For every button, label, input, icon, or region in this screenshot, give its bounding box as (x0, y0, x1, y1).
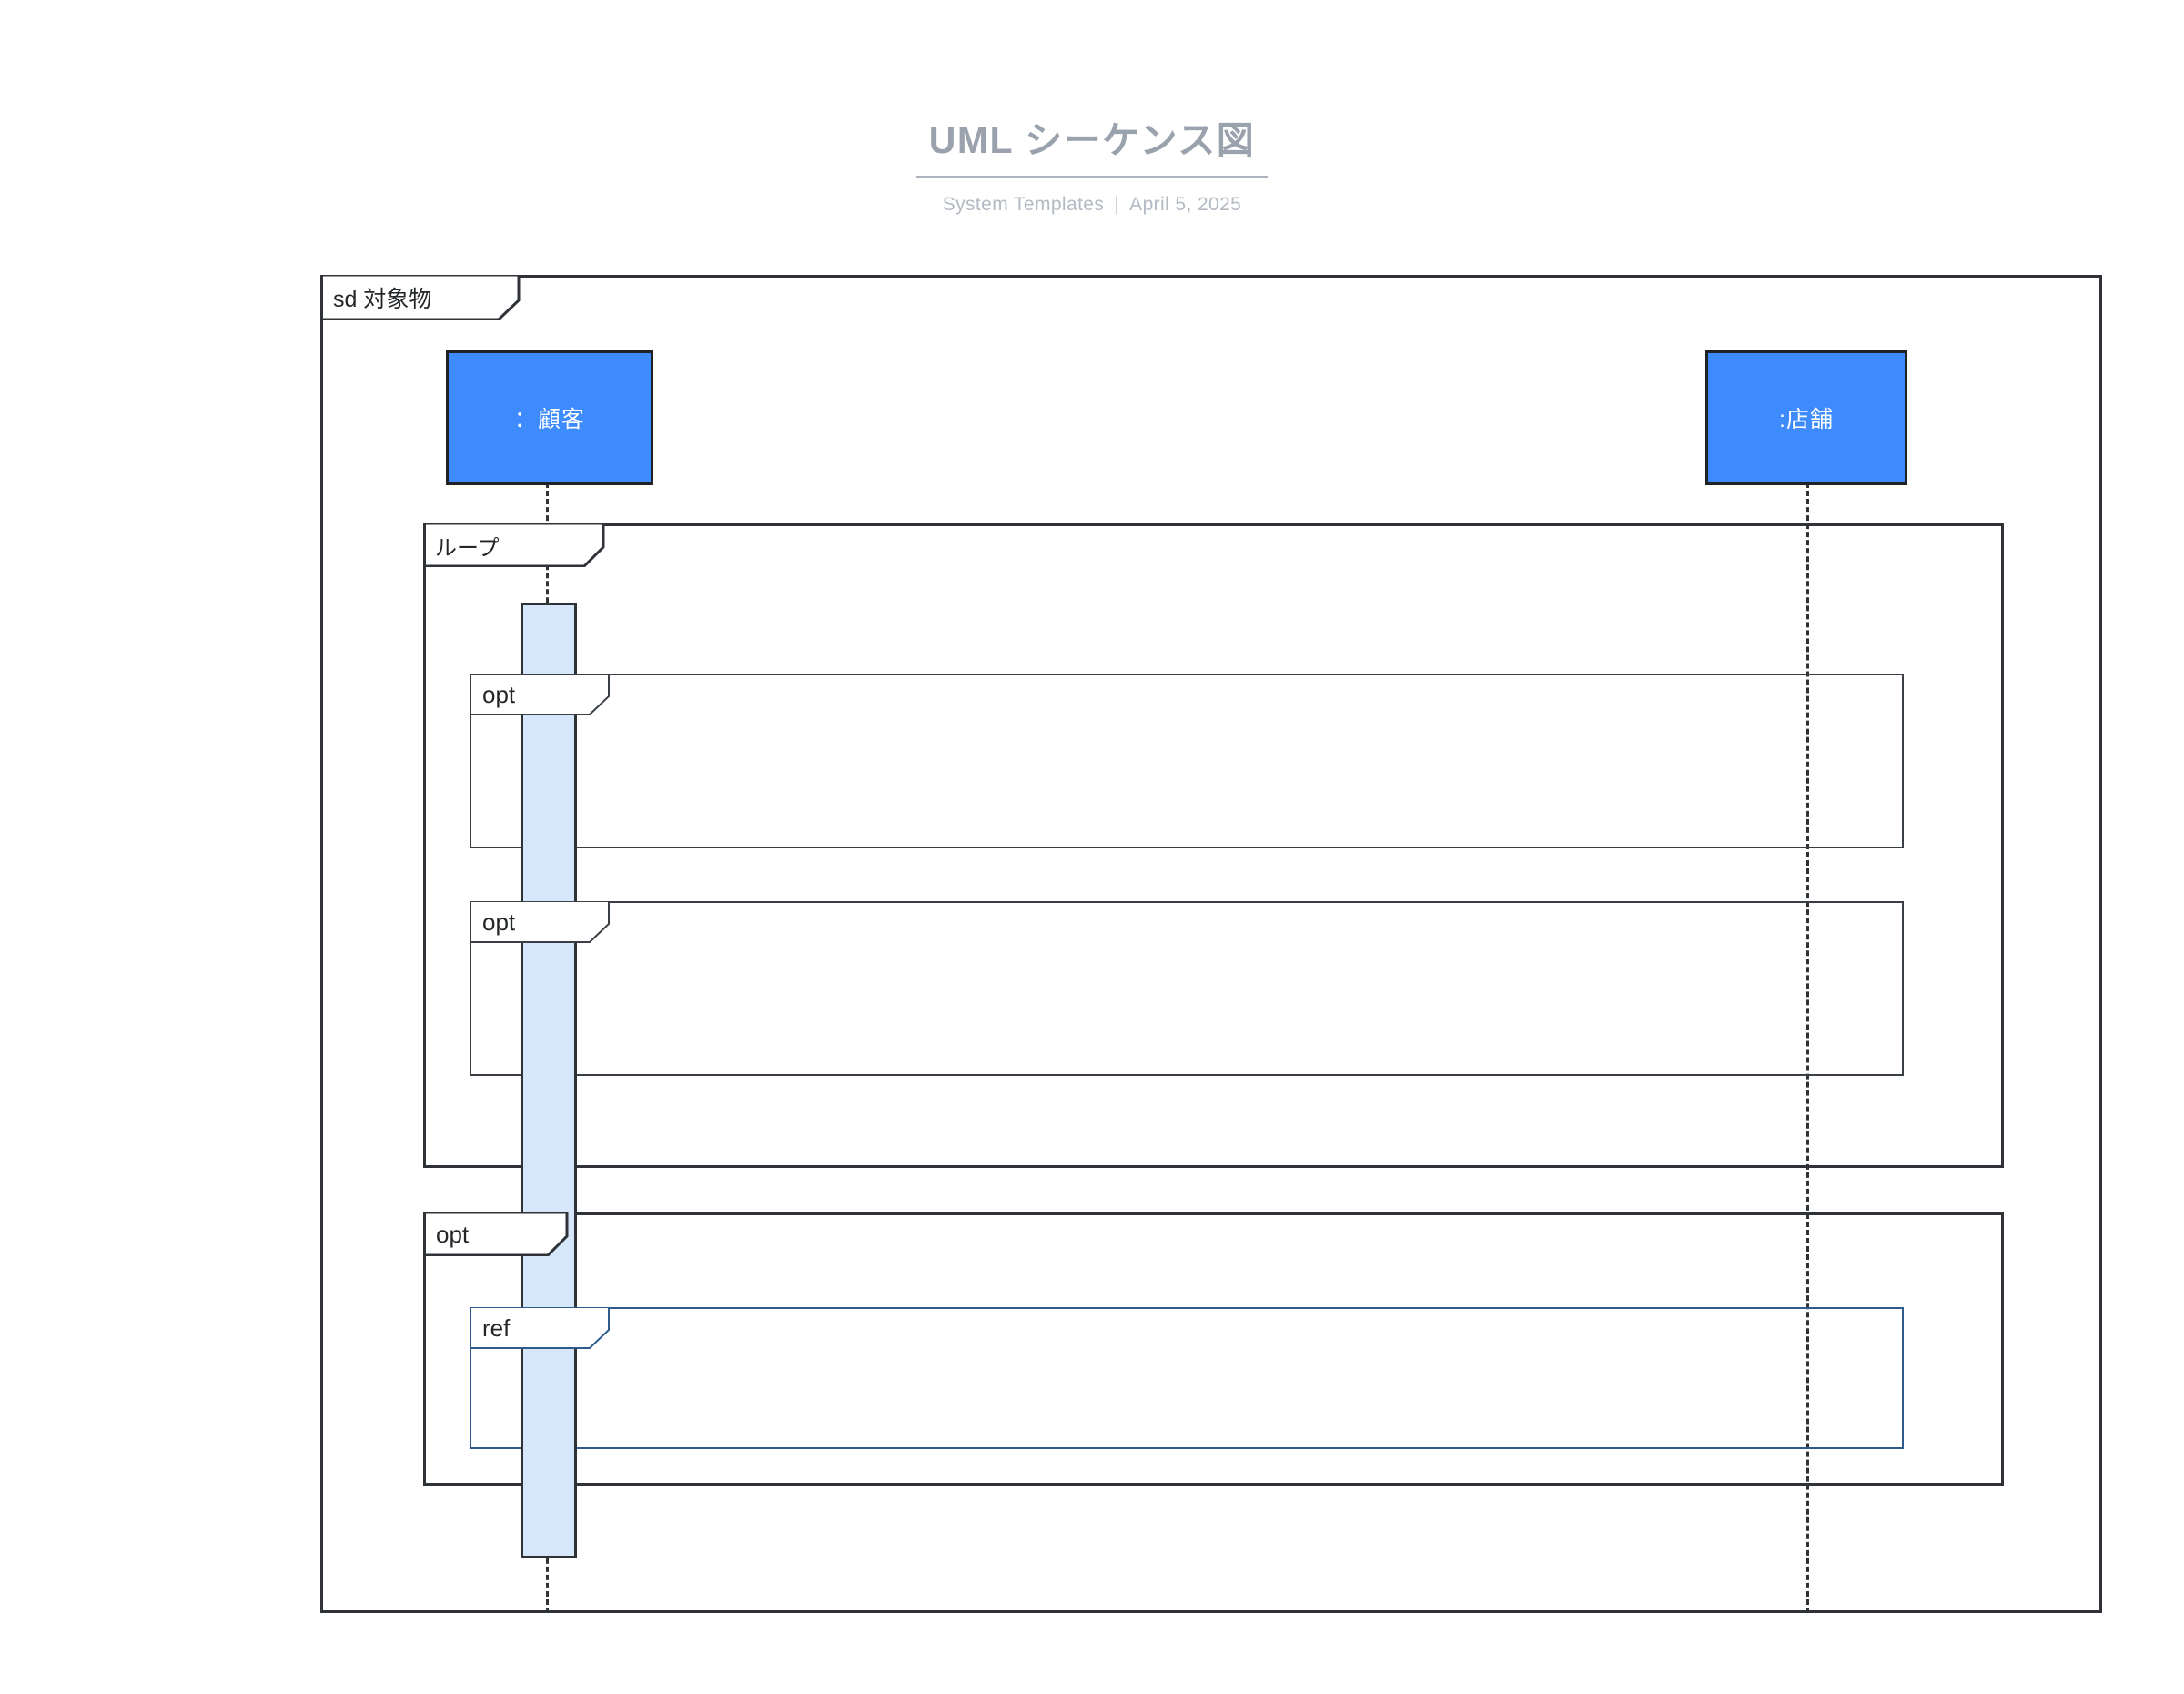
opt-fragment-3-tab: opt (423, 1212, 569, 1256)
opt-fragment-1-label: opt (482, 680, 516, 708)
ref-fragment-tab: ref (470, 1307, 610, 1349)
opt-fragment-2-tab-shape (470, 901, 610, 943)
subtitle-separator: | (1114, 194, 1120, 216)
lifeline-label-customer: ：顧客 (513, 407, 585, 432)
sd-frame-tab-shape (320, 275, 521, 320)
lifeline-head-customer[interactable]: ：顧客 (446, 350, 653, 485)
page-title: UML シーケンス図 (915, 118, 1269, 179)
opt-fragment-1-tab: opt (470, 674, 610, 715)
activation-bar-customer[interactable] (521, 603, 577, 1558)
sd-frame (320, 275, 2102, 1613)
opt-fragment-3[interactable] (423, 1212, 2004, 1486)
opt-fragment-1-tab-shape (470, 674, 610, 715)
ref-fragment-label: ref (482, 1314, 511, 1342)
subtitle-source: System Templates (942, 194, 1105, 216)
opt-fragment-2-tab: opt (470, 901, 610, 943)
lifeline-store-line (1806, 482, 1809, 1613)
loop-fragment-tab-shape (423, 523, 605, 567)
sd-frame-label: sd 対象物 (333, 287, 432, 312)
opt-fragment-3-tab-shape (423, 1212, 569, 1256)
loop-fragment-tab: ループ (423, 523, 605, 567)
sd-frame-tab: sd 対象物 (320, 275, 521, 320)
loop-fragment-label: ループ (435, 535, 500, 561)
subtitle-date: April 5, 2025 (1129, 194, 1242, 216)
ref-fragment-tab-shape (470, 1307, 610, 1349)
opt-fragment-1[interactable] (470, 674, 1904, 848)
document-header: UML シーケンス図 System Templates | April 5, 202… (0, 118, 2184, 216)
ref-fragment[interactable] (470, 1307, 1904, 1449)
lifeline-label-store: :店舗 (1779, 407, 1834, 432)
opt-fragment-2[interactable] (470, 901, 1904, 1076)
opt-fragment-2-label: opt (482, 908, 516, 936)
loop-fragment[interactable] (423, 523, 2004, 1168)
lifeline-head-store[interactable]: :店舗 (1705, 350, 1907, 485)
opt-fragment-3-label: opt (436, 1220, 470, 1248)
document-subtitle: System Templates | April 5, 2025 (0, 194, 2184, 216)
